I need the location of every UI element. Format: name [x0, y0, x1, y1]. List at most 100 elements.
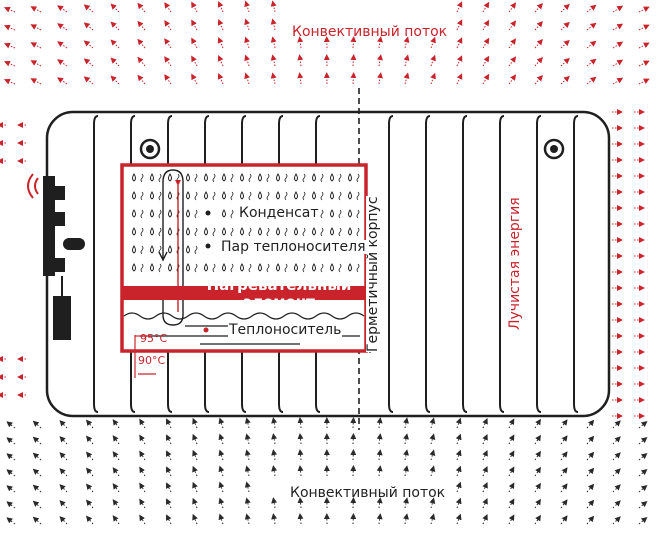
- flow-arrow: [192, 38, 197, 48]
- flow-arrow: [167, 435, 172, 444]
- flow-arrow: [535, 40, 542, 48]
- flow-arrow: [193, 467, 197, 476]
- flow-arrow: [34, 501, 42, 508]
- flow-arrow: [639, 438, 647, 444]
- flow-arrow: [113, 468, 119, 476]
- flow-arrow: [509, 467, 514, 476]
- flow-arrow: [60, 469, 67, 476]
- flow-arrow: [639, 470, 647, 476]
- flow-arrow: [192, 56, 197, 66]
- flow-arrow: [5, 44, 15, 48]
- flow-arrow: [31, 43, 41, 48]
- flow-arrow: [509, 3, 516, 12]
- flow-arrow: [483, 499, 487, 508]
- flow-arrow: [561, 500, 567, 508]
- flow-arrow: [165, 75, 171, 84]
- flow-arrow: [587, 421, 594, 429]
- flow-arrow: [165, 21, 171, 30]
- flow-arrow: [60, 501, 67, 508]
- flow-arrow: [246, 2, 249, 13]
- flow-arrow: [587, 23, 596, 30]
- flow-arrow: [5, 8, 15, 12]
- flow-arrow: [483, 515, 487, 524]
- flow-arrow: [31, 25, 41, 30]
- flow-arrow: [561, 59, 569, 67]
- flow-arrow: [273, 73, 275, 84]
- flow-arrow: [60, 421, 67, 428]
- flow-arrow: [247, 482, 249, 492]
- flow-arrow: [34, 485, 42, 492]
- flow-arrow: [7, 454, 15, 460]
- flow-arrow: [138, 76, 145, 85]
- flow-arrow: [561, 23, 569, 31]
- flow-arrow: [31, 7, 41, 12]
- flow-arrow: [353, 514, 354, 524]
- flow-arrow: [639, 25, 649, 30]
- flow-arrow: [7, 438, 15, 444]
- flow-arrow: [353, 450, 354, 460]
- flow-arrow: [60, 437, 67, 444]
- flow-arrow: [639, 61, 649, 66]
- flow-arrow: [613, 437, 620, 444]
- flow-arrow: [535, 4, 542, 12]
- flow-arrow: [87, 516, 93, 524]
- flow-arrow: [405, 466, 407, 476]
- flow-arrow: [379, 73, 381, 84]
- flow-arrow: [7, 422, 15, 428]
- flow-arrow: [300, 514, 301, 524]
- flow-arrow: [457, 2, 462, 12]
- flow-arrow: [353, 418, 354, 428]
- flow-arrow: [140, 419, 145, 428]
- flow-arrow: [273, 19, 275, 30]
- flow-arrow: [613, 501, 620, 508]
- flow-arrow: [111, 40, 119, 48]
- flow-arrow: [405, 55, 408, 66]
- flow-arrow: [535, 468, 540, 476]
- flow-arrow: [87, 468, 93, 476]
- flow-arrow: [561, 468, 567, 476]
- flow-arrow: [300, 434, 301, 444]
- flow-arrow: [483, 467, 487, 476]
- flow-arrow: [85, 77, 94, 84]
- flow-arrow: [111, 58, 119, 66]
- flow-arrow: [639, 422, 647, 428]
- plug-connector-icon: [63, 238, 85, 250]
- flow-arrow: [220, 483, 223, 493]
- flow-arrow: [457, 56, 462, 66]
- flow-arrow: [509, 57, 516, 66]
- flow-arrow: [246, 74, 249, 85]
- flow-arrow: [85, 59, 94, 66]
- flow-arrow: [273, 37, 275, 48]
- flow-arrow: [300, 73, 301, 84]
- flow-arrow: [167, 419, 172, 428]
- flow-arrow: [31, 61, 41, 66]
- flow-arrow: [7, 518, 15, 524]
- convective-flow-bottom-label: Конвективный поток: [290, 486, 445, 500]
- cutaway-view: [122, 165, 376, 378]
- flow-arrow: [613, 6, 622, 12]
- flow-arrow: [535, 22, 542, 30]
- flow-arrow: [193, 515, 197, 524]
- flow-arrow: [113, 484, 119, 492]
- coolant-vapor-label: Пар теплоносителя: [220, 240, 367, 254]
- flow-arrow: [138, 4, 145, 13]
- flow-arrow: [587, 453, 594, 461]
- coolant-label: Теплоноситель: [228, 323, 342, 337]
- flow-arrow: [34, 437, 42, 444]
- flow-arrow: [483, 3, 489, 12]
- sealed-body-label: Герметичный корпус: [366, 196, 380, 352]
- flow-arrow: [483, 21, 489, 30]
- flow-arrow: [219, 38, 223, 48]
- flow-arrow: [7, 486, 15, 492]
- flow-arrow: [561, 452, 567, 460]
- flow-arrow: [613, 24, 622, 30]
- flow-arrow: [457, 467, 460, 476]
- flow-arrow: [509, 39, 516, 48]
- flow-arrow: [140, 451, 145, 460]
- flow-arrow: [58, 78, 67, 84]
- flow-arrow: [87, 452, 93, 460]
- flow-arrow: [140, 515, 145, 524]
- flow-arrow: [353, 466, 354, 476]
- flow-arrow: [639, 454, 647, 460]
- flow-arrow: [405, 514, 407, 524]
